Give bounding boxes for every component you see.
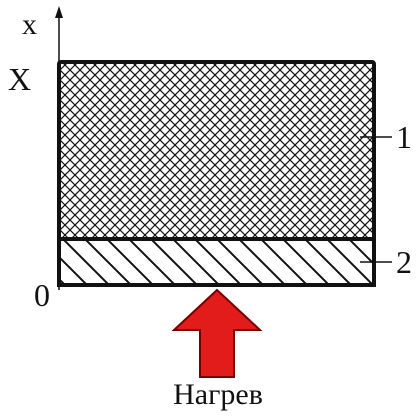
axis-origin-label: 0 <box>34 277 50 313</box>
x-axis-arrowhead <box>55 6 63 18</box>
layer-2-block <box>57 237 376 287</box>
axis-top-label: X <box>8 61 31 97</box>
heating-label: Нагрев <box>173 378 263 411</box>
heating-arrow <box>171 288 263 378</box>
layer-1-block <box>57 60 376 241</box>
axis-name-label: x <box>22 8 37 41</box>
layer-2-label: 2 <box>396 244 412 280</box>
layer-1-label: 1 <box>396 119 412 155</box>
